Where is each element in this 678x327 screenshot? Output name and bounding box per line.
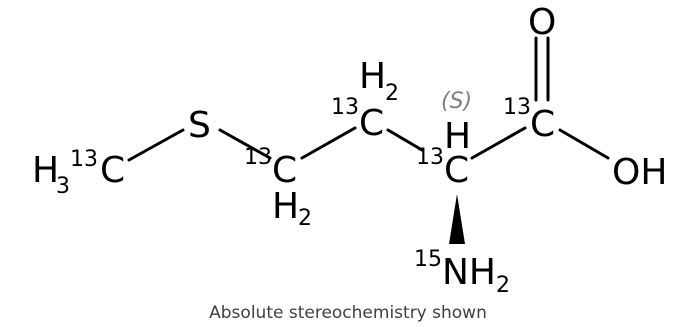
- methyl-isotope: 13: [70, 147, 98, 172]
- methyl-h-count: 3: [56, 174, 70, 199]
- gamma-ch2-group: 13 C H 2: [244, 145, 312, 231]
- alpha-ch-group: (S) H 13 C: [416, 89, 472, 191]
- alpha-carbon: C: [444, 150, 469, 191]
- alpha-hydrogen: H: [444, 116, 471, 157]
- sulfur-atom: S: [188, 105, 211, 146]
- hydroxyl-group: OH: [612, 152, 667, 193]
- bond-ch3-s: [127, 128, 185, 162]
- gamma-h-count: 2: [298, 206, 312, 231]
- gamma-isotope: 13: [244, 145, 272, 170]
- bond-ch2-ch2: [300, 126, 357, 160]
- bond-s-ch2: [218, 128, 272, 160]
- bond-ch-cooh: [470, 126, 527, 160]
- methyl-hydrogen: H: [32, 150, 59, 191]
- carboxyl-isotope: 13: [503, 95, 531, 120]
- carbonyl-oxygen: O: [528, 2, 556, 43]
- amine-group: 15 NH 2: [414, 247, 510, 298]
- beta-isotope: 13: [331, 95, 359, 120]
- carboxyl-carbon-group: 13 C: [503, 95, 555, 145]
- beta-ch2-group: H 2 13 C: [331, 56, 399, 144]
- beta-hydrogen: H: [359, 56, 386, 97]
- bond-ch2-ch: [386, 128, 424, 152]
- amine-nh: NH: [442, 252, 496, 293]
- gamma-hydrogen: H: [272, 186, 299, 227]
- amine-isotope: 15: [414, 247, 442, 272]
- methyl-group: H 3 13 C: [32, 147, 125, 199]
- beta-carbon: C: [359, 103, 384, 144]
- stereo-label: (S): [441, 89, 472, 114]
- bond-c-oh: [558, 128, 610, 160]
- alpha-isotope: 13: [416, 145, 444, 170]
- amine-h-count: 2: [496, 273, 510, 298]
- carboxyl-carbon: C: [530, 104, 555, 145]
- stereochemistry-caption: Absolute stereochemistry shown: [209, 303, 487, 323]
- methyl-carbon: C: [100, 150, 125, 191]
- gamma-carbon: C: [272, 150, 297, 191]
- beta-h-count: 2: [385, 81, 399, 106]
- wedge-bond-amine: [449, 194, 465, 244]
